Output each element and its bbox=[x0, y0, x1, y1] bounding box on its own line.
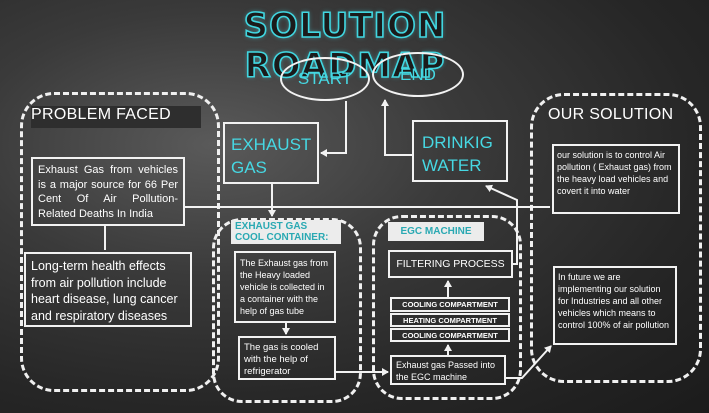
problem-box-exhaust-source: Exhaust Gas from vehicles is a major sou… bbox=[31, 157, 185, 226]
drinking-water-box: DRINKIG WATER bbox=[412, 120, 508, 182]
container-box-cool: The gas is cooled with the help of refri… bbox=[238, 336, 336, 380]
solution-box-future: In future we are implementing our soluti… bbox=[553, 266, 677, 345]
arrow-water-to-end bbox=[381, 99, 412, 156]
start-label: START bbox=[297, 69, 353, 88]
exhaust-gas-box: EXHAUST GAS bbox=[223, 122, 319, 184]
solution-box-control: our solution is to control Air pollution… bbox=[552, 144, 680, 214]
cooling-compartment-bottom: COOLING COMPARTMENT bbox=[390, 328, 510, 342]
cooling-compartment-top: COOLING COMPARTMENT bbox=[390, 297, 510, 312]
arrow-start-to-exhaust bbox=[320, 101, 347, 157]
arrow-egc-to-future bbox=[506, 345, 552, 379]
container-label: EXHAUST GAS COOL CONTAINER: bbox=[231, 220, 341, 244]
heating-compartment: HEATING COMPARTMENT bbox=[390, 313, 510, 327]
end-node: END bbox=[372, 52, 464, 97]
container-box-collect: The Exhaust gas from the Heavy loaded ve… bbox=[234, 251, 336, 323]
problem-box-health-effects: Long-term health effects from air pollut… bbox=[24, 252, 192, 327]
egc-passed-box: Exhaust gas Passed into the EGC machine bbox=[390, 355, 506, 385]
arrow-filter-to-water bbox=[485, 184, 518, 265]
end-label: END bbox=[400, 64, 436, 84]
filtering-process-box: FILTERING PROCESS bbox=[388, 250, 513, 278]
solution-group bbox=[530, 93, 702, 383]
solution-header: OUR SOLUTION bbox=[548, 106, 674, 123]
egc-group bbox=[372, 215, 522, 400]
egc-label: EGC MACHINE bbox=[388, 222, 484, 241]
start-node: START bbox=[280, 57, 370, 101]
container-group bbox=[212, 218, 362, 403]
problem-header: PROBLEM FACED bbox=[31, 106, 201, 128]
